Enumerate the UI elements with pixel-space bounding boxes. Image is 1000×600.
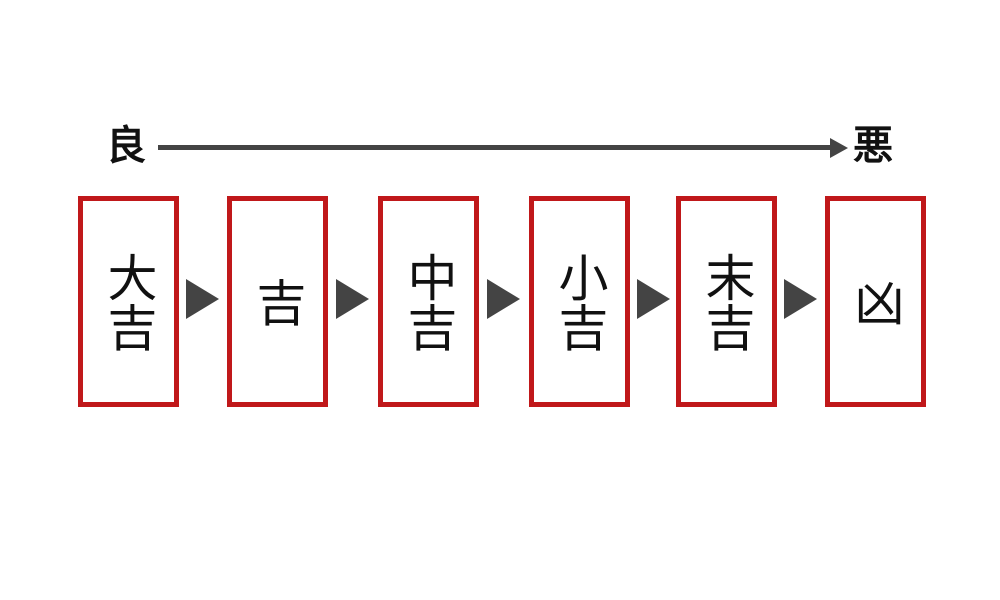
fortune-card-label: 凶 xyxy=(846,276,905,327)
scale-arrow-head-icon xyxy=(830,138,848,158)
fortune-card-kyo: 凶 xyxy=(825,196,926,407)
right-triangle-icon xyxy=(336,279,369,319)
fortune-card-label: 吉 xyxy=(248,276,307,327)
scale-arrow-line xyxy=(158,145,834,150)
fortune-card-chukichi: 中吉 xyxy=(378,196,479,407)
fortune-card-label: 小吉 xyxy=(550,251,609,352)
right-triangle-icon xyxy=(487,279,520,319)
fortune-card-kichi: 吉 xyxy=(227,196,328,407)
fortune-card-daikichi: 大吉 xyxy=(78,196,179,407)
right-triangle-icon xyxy=(784,279,817,319)
right-triangle-icon xyxy=(637,279,670,319)
scale-bad-label: 悪 xyxy=(853,123,893,169)
right-triangle-icon xyxy=(186,279,219,319)
fortune-card-shokichi: 小吉 xyxy=(529,196,630,407)
fortune-card-label: 中吉 xyxy=(399,251,458,352)
fortune-card-label: 末吉 xyxy=(697,251,756,352)
fortune-card-suekichi: 末吉 xyxy=(676,196,777,407)
scale-good-label: 良 xyxy=(106,123,146,169)
fortune-card-label: 大吉 xyxy=(99,251,158,352)
